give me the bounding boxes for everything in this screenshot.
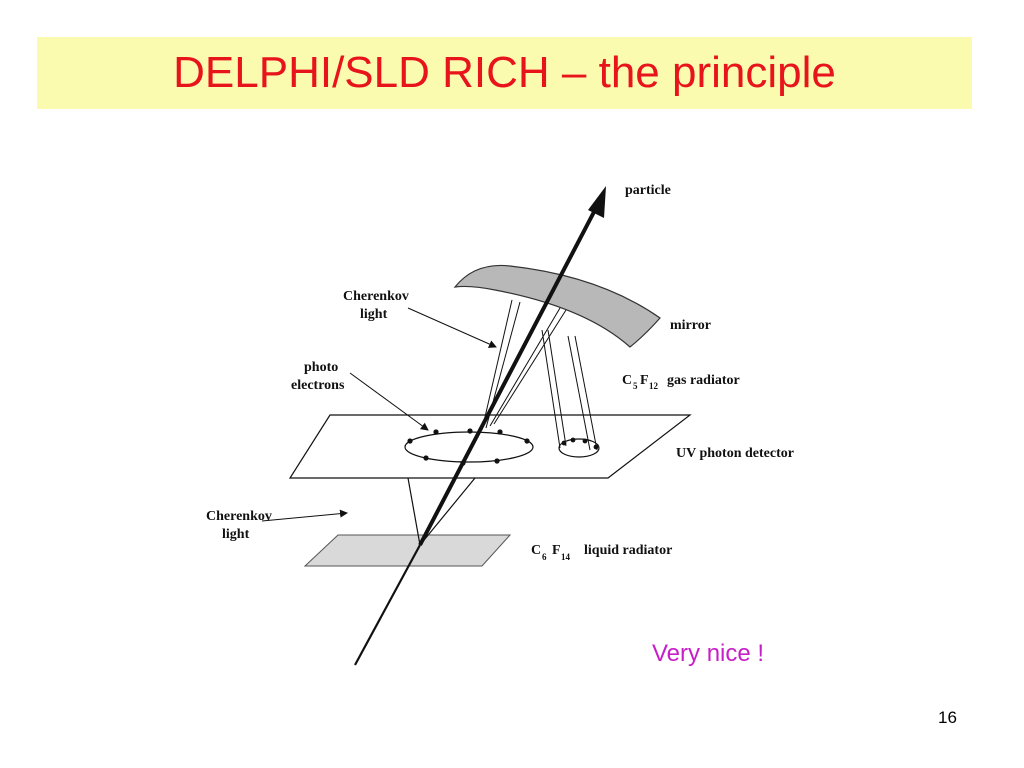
svg-text:12: 12: [649, 381, 659, 391]
svg-text:F: F: [552, 543, 561, 558]
mirror: [453, 264, 661, 348]
gas-cone-lines-reflected: [541, 329, 598, 451]
svg-text:C: C: [622, 373, 632, 388]
uv-detector-plane: [288, 414, 692, 479]
svg-text:14: 14: [561, 552, 571, 562]
cherenkov-top-pointer: [407, 307, 497, 348]
photo-electrons-pointer: [349, 372, 429, 431]
title-bar: DELPHI/SLD RICH – the principle: [37, 37, 972, 109]
particle-track-lower: [354, 544, 421, 666]
label-uv-photon-detector: UV photon detector: [676, 446, 794, 461]
svg-text:6: 6: [542, 552, 547, 562]
label-gas-radiator: C 5 F 12 gas radiator: [622, 373, 740, 391]
photoelectron-ring-small: [558, 438, 600, 458]
label-cherenkov-top-2: light: [360, 307, 388, 322]
particle-arrowhead: [588, 186, 606, 218]
svg-text:liquid radiator: liquid radiator: [584, 543, 672, 558]
label-cherenkov-top-1: Cherenkov: [343, 289, 409, 304]
page-number: 16: [938, 708, 957, 727]
cherenkov-bottom-pointer: [261, 509, 348, 522]
slide-title: DELPHI/SLD RICH – the principle: [173, 48, 836, 97]
liquid-cone-line-left: [407, 477, 421, 546]
particle-track-upper: [418, 209, 597, 546]
photoelectron-dots-large: [407, 428, 530, 466]
gas-cone-lines-forward: [481, 299, 567, 431]
svg-text:F: F: [640, 373, 649, 388]
label-particle: particle: [625, 183, 671, 198]
svg-text:C: C: [531, 543, 541, 558]
liquid-cone-line-right: [419, 477, 476, 546]
label-cherenkov-bottom-1: Cherenkov: [206, 509, 272, 524]
svg-text:5: 5: [633, 381, 638, 391]
label-liquid-radiator: C 6 F 14 liquid radiator: [531, 543, 672, 562]
label-cherenkov-bottom-2: light: [222, 527, 250, 542]
label-photo-electrons-2: electrons: [291, 378, 345, 393]
label-mirror: mirror: [670, 318, 711, 333]
liquid-radiator-plate: [303, 534, 512, 567]
remark-text: Very nice !: [652, 640, 765, 667]
svg-text:gas radiator: gas radiator: [667, 373, 740, 388]
label-photo-electrons-1: photo: [304, 360, 338, 375]
